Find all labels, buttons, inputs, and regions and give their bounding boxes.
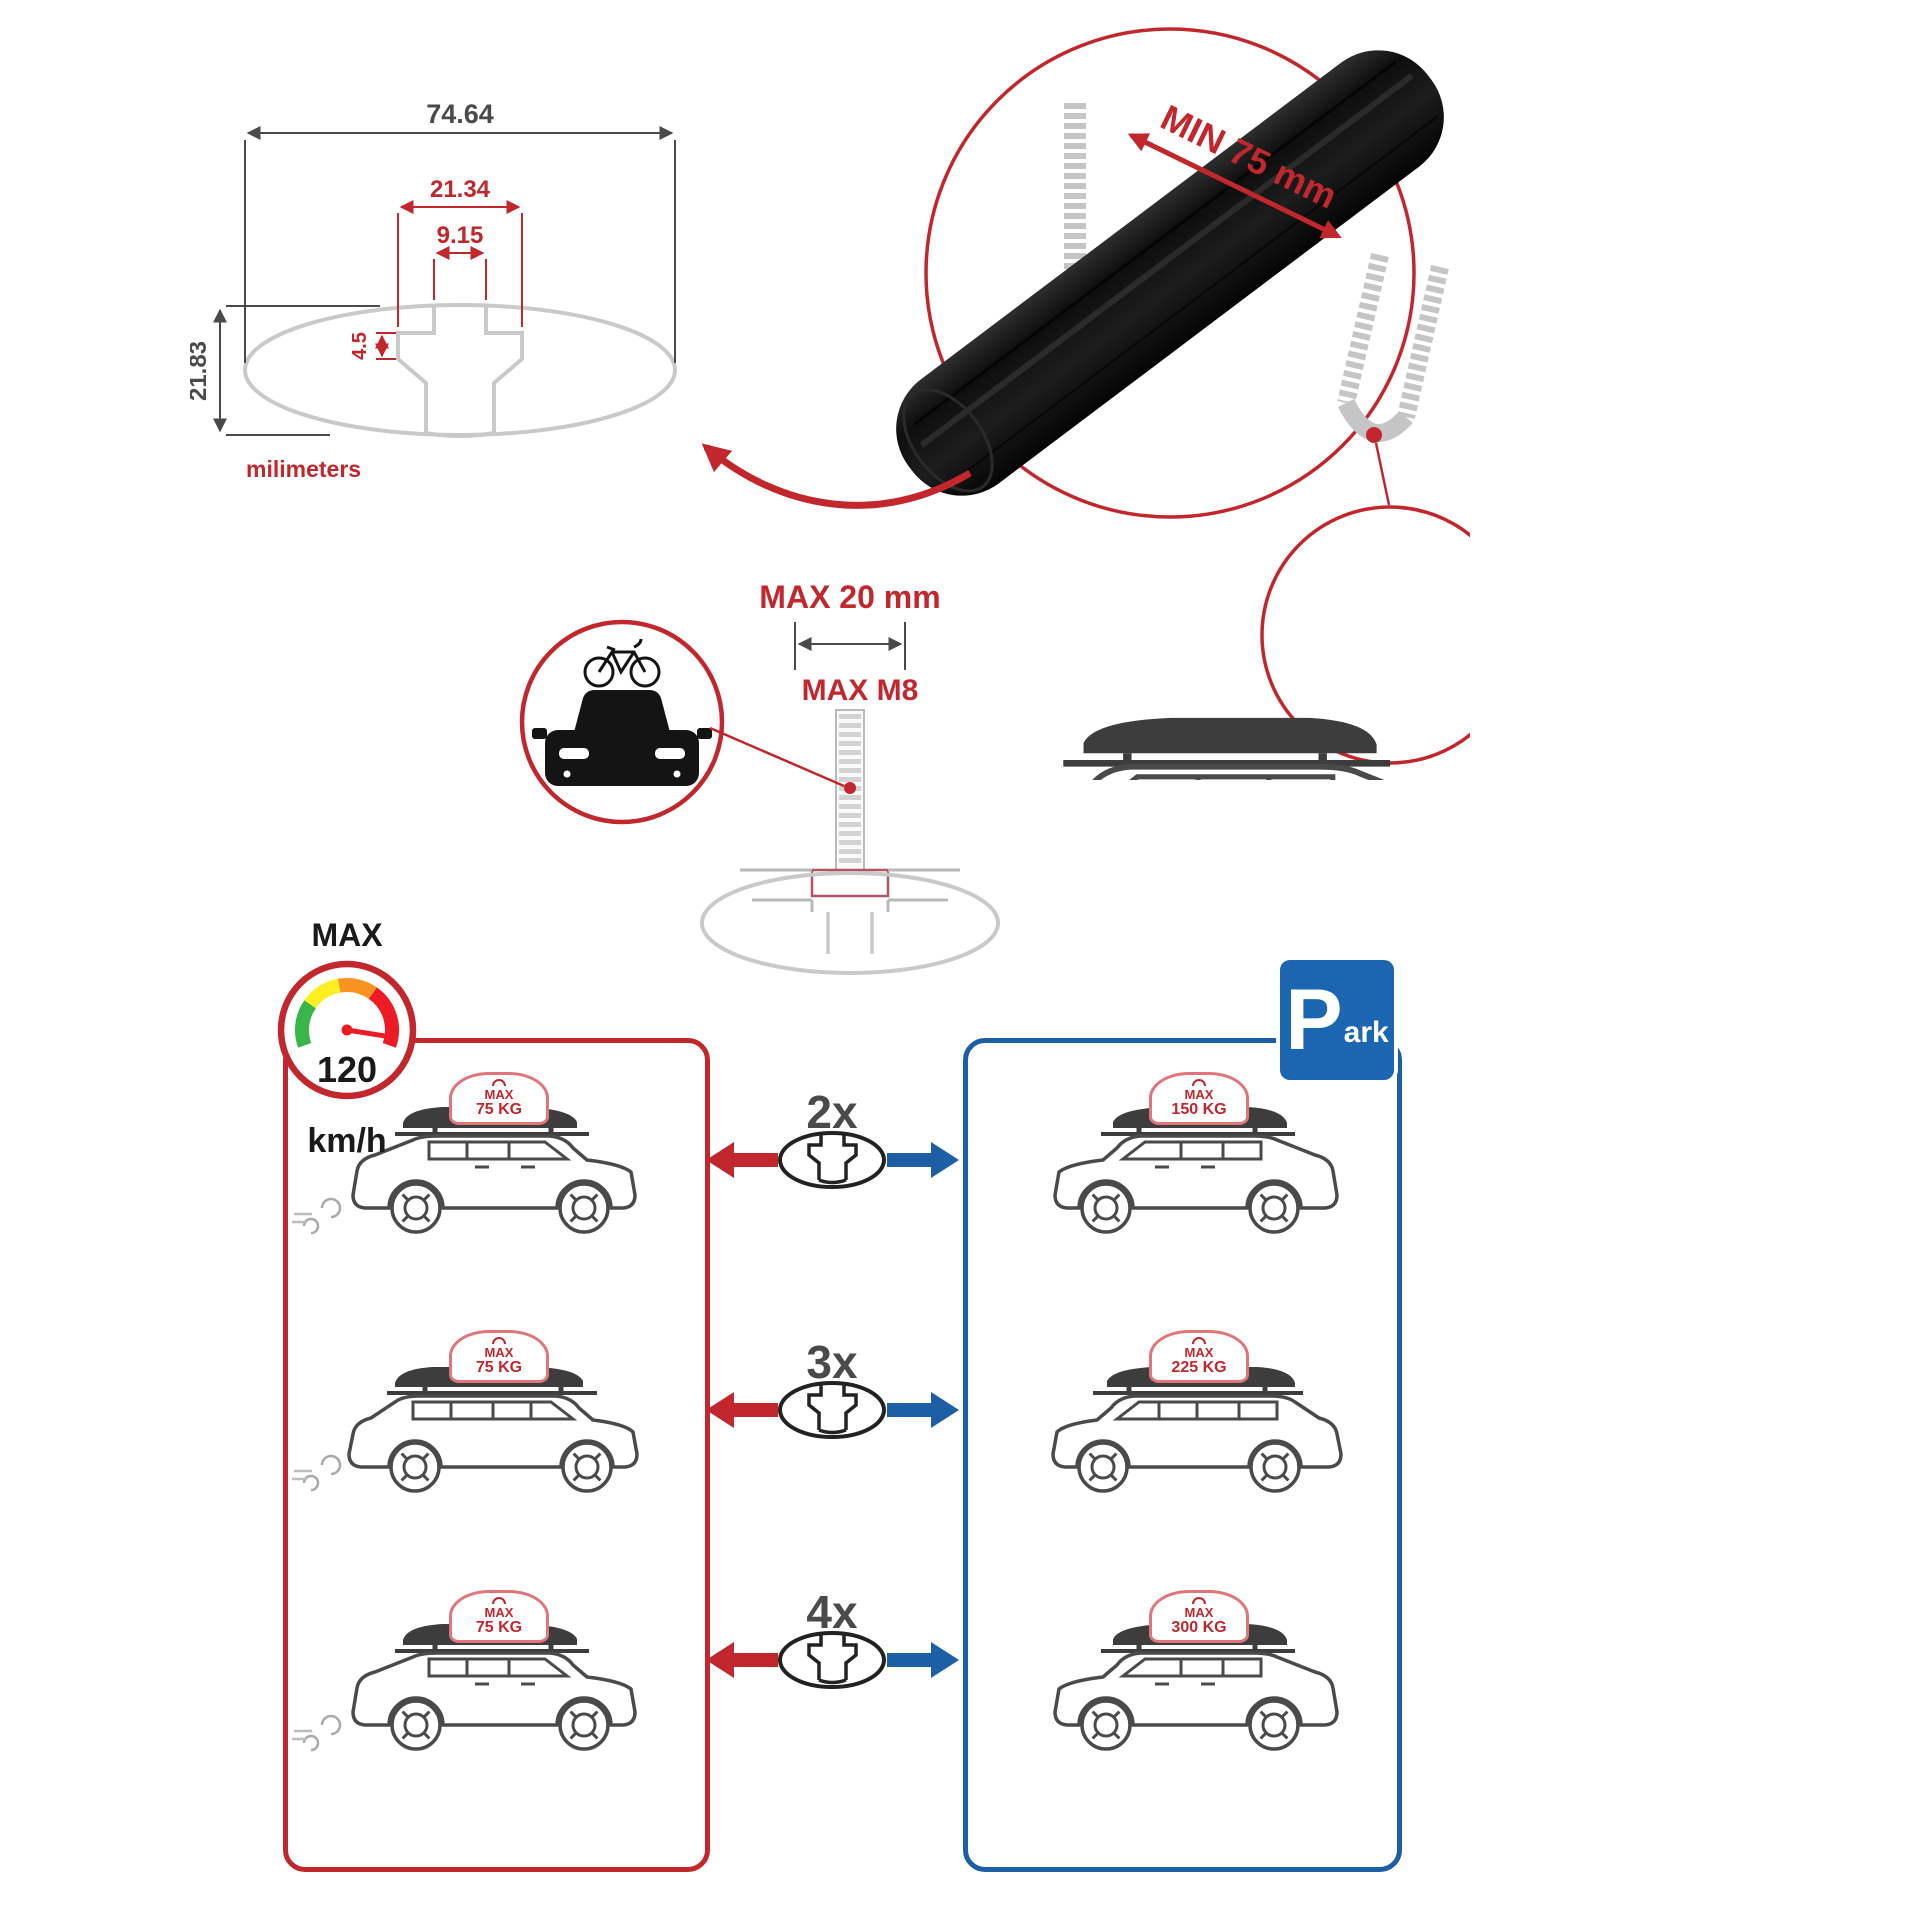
bar-section-icon: [778, 1631, 886, 1689]
multiplier-label-4x: 4x: [806, 1586, 858, 1638]
gauge-arc: [294, 978, 400, 1048]
dim-total-height: 21.83: [190, 341, 212, 401]
gauge-needle: [344, 1027, 388, 1039]
bike-car-circle: [519, 619, 725, 825]
left-arrow: [706, 1642, 778, 1678]
dim-units-label: milimeters: [246, 456, 361, 482]
dim-slot-inner-width: 9.15: [437, 222, 484, 249]
car-front-icon: [532, 690, 712, 786]
bolt-callout-dot: [844, 782, 856, 794]
bar-section-icon: [778, 1381, 886, 1439]
right-arrow: [887, 1392, 959, 1428]
bolt-detail: MAX 20 mm MAX M8: [700, 579, 1000, 975]
bicycle-icon: [583, 638, 661, 688]
zoom-pointer-arrow: [701, 443, 972, 509]
left-arrow: [706, 1392, 778, 1428]
crossbar-clamp-detail: MIN 75 mm: [701, 27, 1470, 780]
bolt-callout-line: [709, 726, 845, 788]
bar-count-row-2: [706, 1381, 959, 1439]
dim-slot-depth: 4.5: [349, 332, 371, 360]
swoosh-icon: [492, 1337, 506, 1345]
bolt-max-thread-label: MAX M8: [802, 674, 919, 707]
roof-load-badge-drive-3: MAX 75 KG: [449, 1590, 549, 1644]
speed-limit-gauge: MAX 120 km/h: [277, 918, 417, 1160]
callout-dot: [1366, 427, 1382, 443]
swoosh-icon: [1192, 1337, 1206, 1345]
park-sign: P ark: [1280, 960, 1394, 1080]
roof-load-badge-park-2: MAX 225 KG: [1149, 1330, 1249, 1384]
t-bolt: [810, 709, 890, 898]
gauge-unit: km/h: [307, 1122, 386, 1160]
roof-load-badge-drive-2: MAX 75 KG: [449, 1330, 549, 1384]
swoosh-icon: [1192, 1079, 1206, 1087]
swoosh-icon: [492, 1597, 506, 1605]
callout-line: [1374, 442, 1391, 506]
multiplier-label-2x: 2x: [806, 1086, 858, 1138]
gauge-title: MAX: [311, 918, 383, 953]
dim-total-width: 74.64: [426, 99, 494, 129]
roof-load-badge-park-3: MAX 300 KG: [1149, 1590, 1249, 1644]
swoosh-icon: [492, 1079, 506, 1087]
bar-section-ellipse: [700, 871, 1000, 975]
t-slot-profile: [396, 306, 524, 438]
bolt-max-width-label: MAX 20 mm: [759, 579, 940, 615]
park-sign-rest: ark: [1343, 1016, 1389, 1049]
bar-count-row-1: [706, 1131, 959, 1189]
profile-dimension-drawing: 74.64 21.34 9.15 4.5 21.83 milimeters: [190, 99, 677, 482]
bar-count-row-3: [706, 1631, 959, 1689]
left-arrow: [706, 1142, 778, 1178]
channel-lines: [740, 868, 960, 912]
bar-section-icon: [778, 1131, 886, 1189]
bar-cross-section-ellipse: [243, 303, 677, 437]
swoosh-icon: [1192, 1597, 1206, 1605]
multiplier-label-3x: 3x: [806, 1336, 858, 1388]
roof-load-badge-drive-1: MAX 75 KG: [449, 1072, 549, 1126]
gauge-value: 120: [317, 1049, 377, 1090]
right-arrow: [887, 1642, 959, 1678]
roof-load-badge-park-1: MAX 150 KG: [1149, 1072, 1249, 1126]
park-sign-initial: P: [1285, 972, 1343, 1068]
right-arrow: [887, 1142, 959, 1178]
dim-slot-outer-width: 21.34: [430, 176, 491, 203]
